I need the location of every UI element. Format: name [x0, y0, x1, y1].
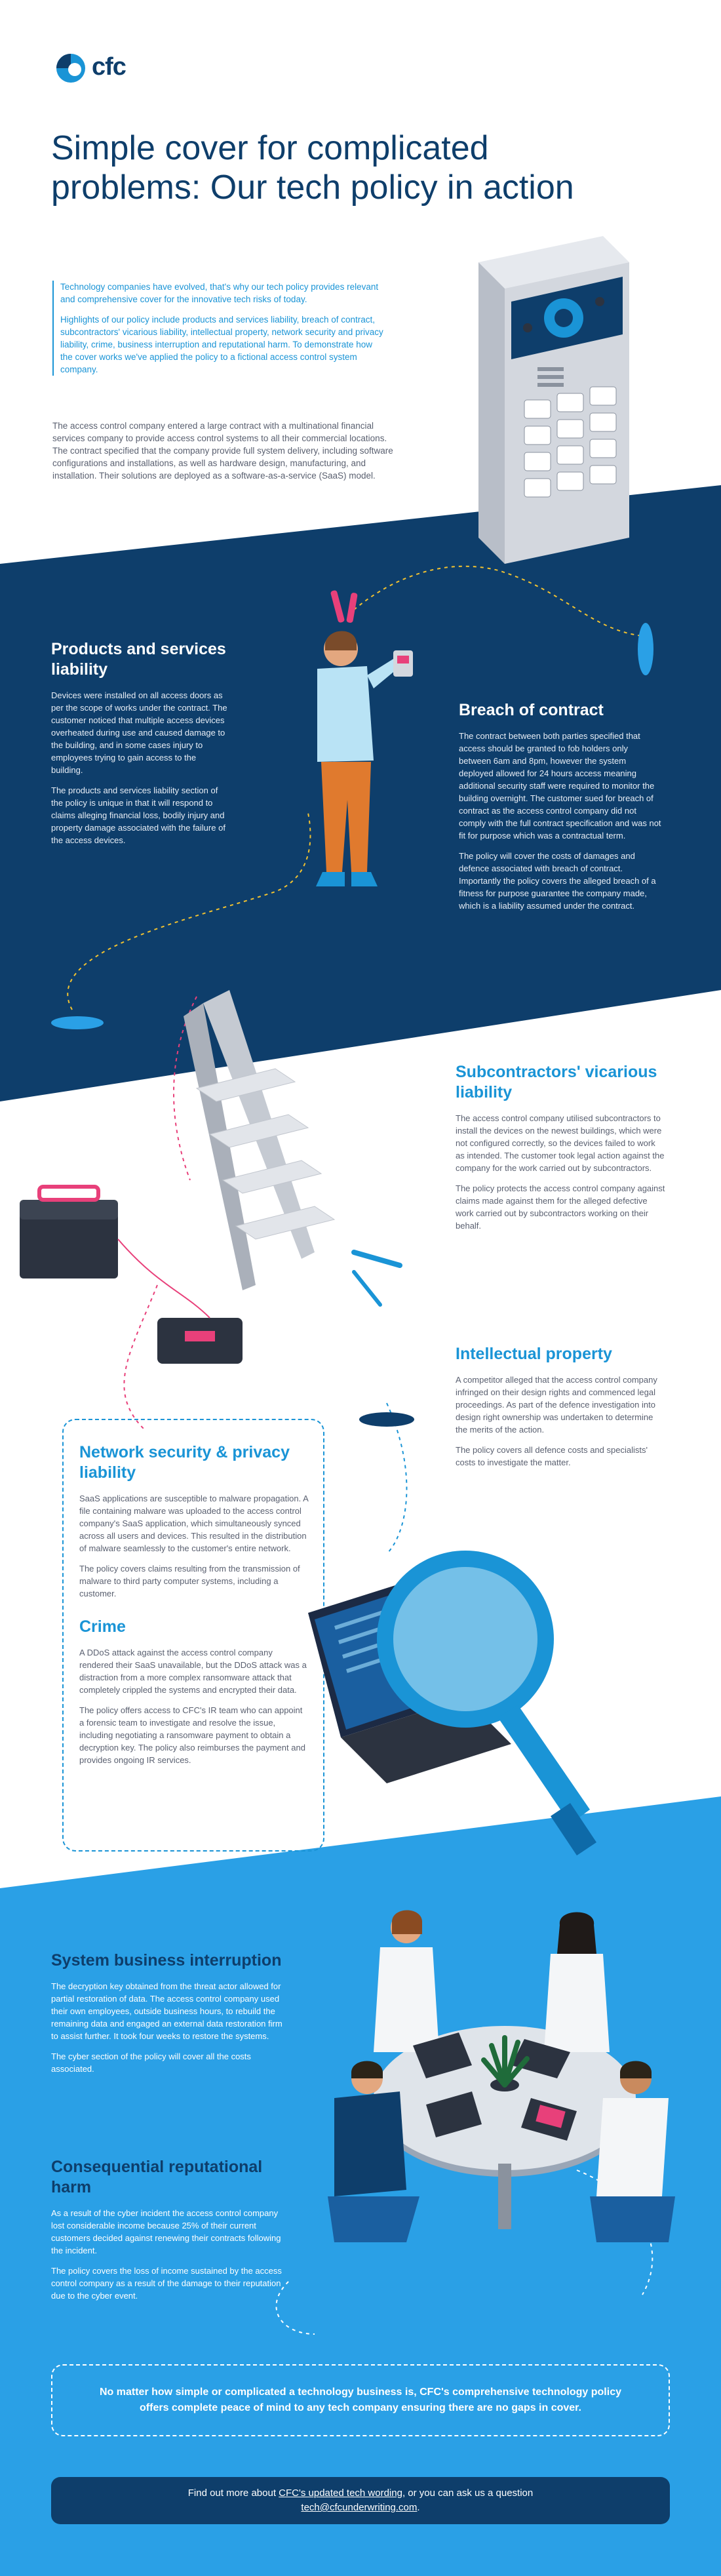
section-products: Products and services liability Devices … [51, 639, 228, 854]
page-title: Simple cover for complicated problems: O… [51, 129, 574, 207]
interruption-p1: The decryption key obtained from the thr… [51, 1981, 283, 2041]
dashed-path-yellow-1 [67, 812, 311, 1010]
network-crime-card: Network security & privacy liability Saa… [62, 1419, 324, 1852]
network-title: Network security & privacy liability [79, 1443, 290, 1482]
brand-logo[interactable]: cfc [51, 50, 127, 84]
interruption-title: System business interruption [51, 1951, 282, 1970]
portal-ellipse-2 [638, 623, 653, 675]
portal-ellipse-1 [51, 1016, 104, 1029]
interruption-p2: The cyber section of the policy will cov… [51, 2051, 251, 2074]
footer-suffix: . [417, 2502, 420, 2513]
ip-p1: A competitor alleged that the access con… [456, 1375, 657, 1435]
ladder-toolbox-illustration [20, 990, 402, 1364]
products-p1: Devices were installed on all access doo… [51, 690, 227, 775]
cfc-logo-icon [56, 54, 85, 83]
magnifier-laptop-illustration [308, 1551, 596, 1855]
reputational-title: Consequential reputational harm [51, 2158, 263, 2196]
reputational-p1: As a result of the cyber incident the ac… [51, 2208, 281, 2255]
crime-title: Crime [79, 1617, 126, 1636]
brand-name: cfc [92, 52, 127, 81]
reputational-p2: The policy covers the loss of income sus… [51, 2266, 282, 2301]
subcontractors-p2: The policy protects the access control c… [456, 1183, 665, 1231]
network-p1: SaaS applications are susceptible to mal… [79, 1494, 309, 1553]
products-p2: The products and services liability sect… [51, 785, 225, 845]
footer-mid: , or you can ask us a question [402, 2487, 534, 2499]
section-interruption: System business interruption The decrypt… [51, 1951, 287, 2083]
tech-wording-link[interactable]: CFC's updated tech wording [279, 2487, 402, 2499]
subcontractors-p1: The access control company utilised subc… [456, 1113, 665, 1173]
access-control-device-illustration [478, 236, 629, 564]
ip-p2: The policy covers all defence costs and … [456, 1445, 648, 1467]
portal-ellipse-3 [359, 1412, 414, 1427]
intro-highlight: Technology companies have evolved, that'… [52, 281, 387, 376]
ip-title: Intellectual property [456, 1345, 612, 1363]
intro-highlight-1: Technology companies have evolved, that'… [60, 282, 379, 304]
footer-text: Find out more about CFC's updated tech w… [130, 2486, 591, 2515]
closing-box: No matter how simple or complicated a te… [51, 2364, 670, 2436]
intro-highlight-2: Highlights of our policy include product… [60, 315, 383, 374]
section-reputational: Consequential reputational harm As a res… [51, 2157, 287, 2310]
footer-prefix: Find out more about [187, 2487, 279, 2499]
team-meeting-illustration [328, 1910, 675, 2242]
section-ip: Intellectual property A competitor alleg… [456, 1344, 665, 1476]
section-breach: Breach of contract The contract between … [459, 700, 662, 920]
dashed-path-blue-1 [386, 1402, 408, 1555]
section-subcontractors: Subcontractors' vicarious liability The … [456, 1062, 665, 1240]
breach-p2: The policy will cover the costs of damag… [459, 851, 656, 911]
products-title: Products and services liability [51, 640, 226, 679]
intro-body: The access control company entered a lar… [52, 421, 393, 481]
man-with-device-illustration [316, 590, 413, 886]
dashed-path-pink-2 [173, 996, 197, 1181]
dashed-path-pink-1 [123, 1284, 158, 1430]
crime-p1: A DDoS attack against the access control… [79, 1648, 307, 1695]
breach-title: Breach of contract [459, 701, 604, 719]
subcontractors-title: Subcontractors' vicarious liability [456, 1063, 657, 1101]
breach-p1: The contract between both parties specif… [459, 731, 661, 841]
tech-email-link[interactable]: tech@cfcunderwriting.com [301, 2502, 418, 2513]
closing-statement: No matter how simple or complicated a te… [100, 2387, 621, 2413]
crime-p2: The policy offers access to CFC's IR tea… [79, 1705, 305, 1765]
dashed-path-yellow-2 [353, 565, 643, 637]
network-p2: The policy covers claims resulting from … [79, 1564, 300, 1598]
footer-cta: Find out more about CFC's updated tech w… [51, 2477, 670, 2524]
